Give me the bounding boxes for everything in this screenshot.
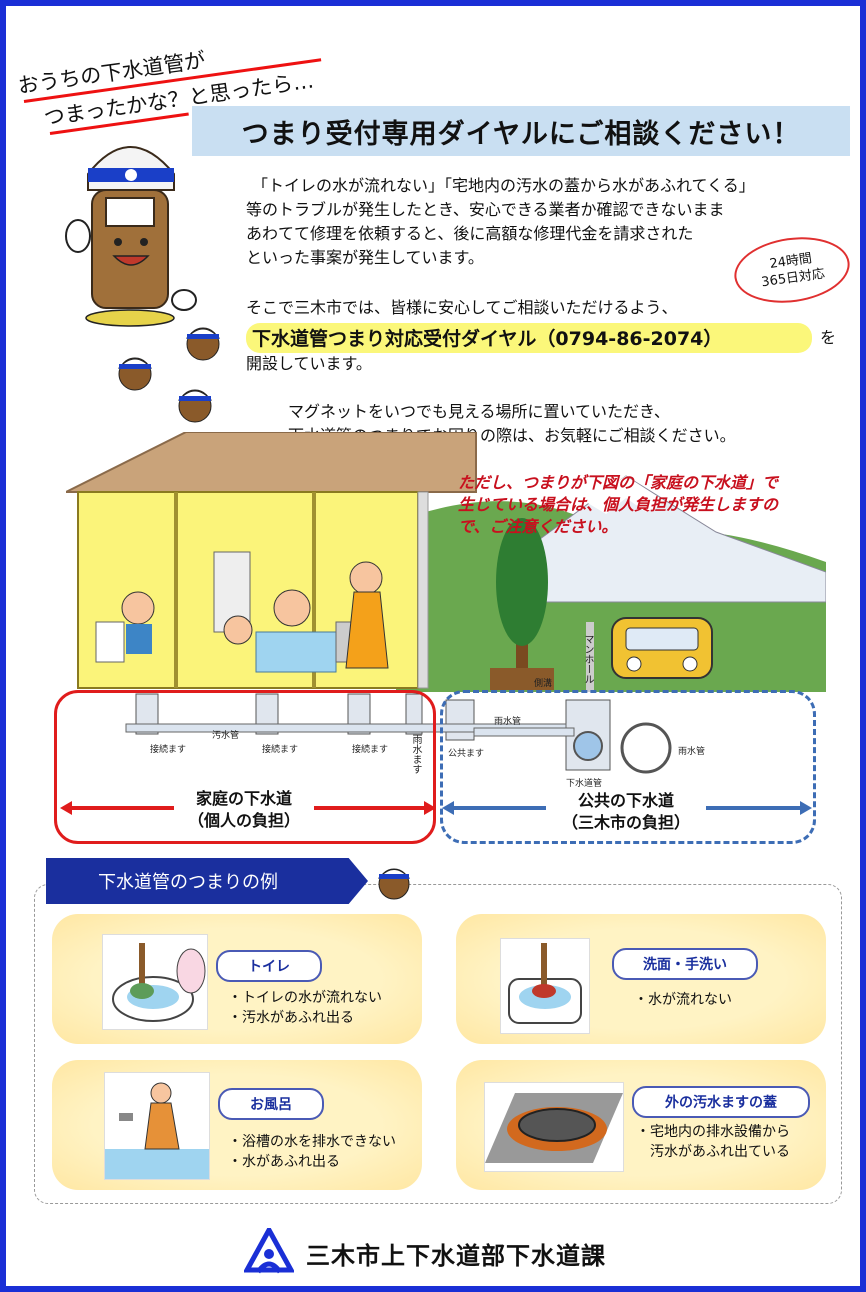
page-title: つまり受付専用ダイヤルにご相談ください！ <box>192 106 850 156</box>
small-mascot-1 <box>185 327 221 361</box>
label-public-box: 公共ます <box>448 749 485 759</box>
city-emblem-icon <box>244 1228 294 1274</box>
small-mascot-4 <box>377 868 411 900</box>
intro-line-3: あわてて修理を依頼すると、後に高額な修理代金を請求された <box>246 224 694 243</box>
home-sewer-zone <box>54 690 436 844</box>
footer: 三木市上下水道部下水道課 <box>244 1228 606 1278</box>
card-title-box-lid: 外の汚水ますの蓋 <box>632 1086 810 1118</box>
pipe-network-diagram <box>125 693 672 774</box>
warning-line-2: 生じている場合は、個人負担が発生しますの <box>458 495 779 514</box>
department-name: 三木市上下水道部下水道課 <box>306 1241 606 1270</box>
example-card-bath: お風呂 ・浴槽の水を排水できない ・水があふれ出る <box>52 1060 422 1190</box>
warning-text: ただし、つまりが下図の「家庭の下水道」で 生じている場合は、個人負担が発生します… <box>458 472 778 538</box>
examples-header: 下水道管のつまりの例 <box>46 858 368 904</box>
service-particle: を <box>820 328 837 347</box>
example-card-toilet: トイレ ・トイレの水が流れない ・汚水があふれ出る <box>52 914 422 1044</box>
card-bullet-toilet-1: ・トイレの水が流れない <box>228 990 382 1006</box>
card-title-toilet: トイレ <box>216 950 322 982</box>
label-rain-box: 雨水ます <box>410 734 421 774</box>
label-rain-pipe-2: 雨水管 <box>678 747 706 757</box>
home-zone-title: 家庭の下水道 <box>195 789 292 808</box>
example-card-washbasin: 洗面・手洗い ・水が流れない <box>456 914 826 1044</box>
label-rain-pipe-1: 雨水管 <box>494 717 522 727</box>
label-manhole: マンホール <box>582 634 593 684</box>
label-joint-box-1: 接続ます <box>150 745 187 755</box>
label-joint-box-2: 接続ます <box>262 745 299 755</box>
magnet-line-1: マグネットをいつでも見える場所に置いていただき、 <box>288 402 670 421</box>
card-bullet-bath-1: ・浴槽の水を排水できない <box>228 1134 396 1150</box>
box-lid-illustration <box>484 1082 624 1172</box>
toilet-illustration <box>102 934 208 1030</box>
warning-line-1: ただし、つまりが下図の「家庭の下水道」で <box>458 473 779 492</box>
card-bullet-box-lid-2: 汚水があふれ出ている <box>636 1144 790 1160</box>
mascot-illustration <box>65 146 197 327</box>
card-title-bath: お風呂 <box>218 1088 324 1120</box>
intro-line-2: 等のトラブルが発生したとき、安心できる業者か確認できないまま <box>246 200 725 219</box>
24h-badge: 24時間 365日対応 <box>730 230 854 310</box>
label-sewage-pipe: 汚水管 <box>212 731 240 741</box>
intro-line-4: といった事案が発生しています。 <box>246 248 484 267</box>
card-bullet-toilet-2: ・汚水があふれ出る <box>228 1010 354 1026</box>
example-card-box-lid: 外の汚水ますの蓋 ・宅地内の排水設備から 汚水があふれ出ている <box>456 1060 826 1190</box>
home-zone-sub: （個人の負担） <box>187 811 300 830</box>
service-lead: そこで三木市では、皆様に安心してご相談いただけるよう、 <box>246 298 678 317</box>
public-zone-label: 公共の下水道 （三木市の負担） <box>546 790 706 834</box>
card-bullet-washbasin-1: ・水が流れない <box>634 992 732 1008</box>
examples-frame <box>34 884 842 1204</box>
house-scene-illustration <box>66 432 826 692</box>
public-zone-sub: （三木市の負担） <box>561 813 690 832</box>
label-joint-box-3: 接続ます <box>352 745 389 755</box>
washbasin-illustration <box>500 938 590 1034</box>
small-mascot-3 <box>177 389 213 423</box>
intro-line-1: 「トイレの水が流れない」「宅地内の汚水の蓋から水があふれてくる」 <box>252 176 755 195</box>
card-title-washbasin: 洗面・手洗い <box>612 948 758 980</box>
card-bullet-box-lid-1: ・宅地内の排水設備から <box>636 1124 790 1140</box>
card-bullet-bath-2: ・水があふれ出る <box>228 1154 340 1170</box>
bath-illustration <box>104 1072 210 1180</box>
service-tail: 開設しています。 <box>246 354 372 373</box>
label-gutter: 側溝 <box>534 679 553 689</box>
phone-dial-text: 下水道管つまり対応受付ダイヤル（0794-86-2074） <box>252 328 723 350</box>
phone-highlight <box>246 323 812 353</box>
label-sewer-main: 下水道管 <box>566 779 603 789</box>
home-zone-label: 家庭の下水道 （個人の負担） <box>174 788 314 832</box>
small-mascot-2 <box>117 357 153 391</box>
public-sewer-zone <box>440 690 816 844</box>
public-zone-title: 公共の下水道 <box>577 791 674 810</box>
warning-line-3: で、ご注意ください。 <box>458 517 618 536</box>
